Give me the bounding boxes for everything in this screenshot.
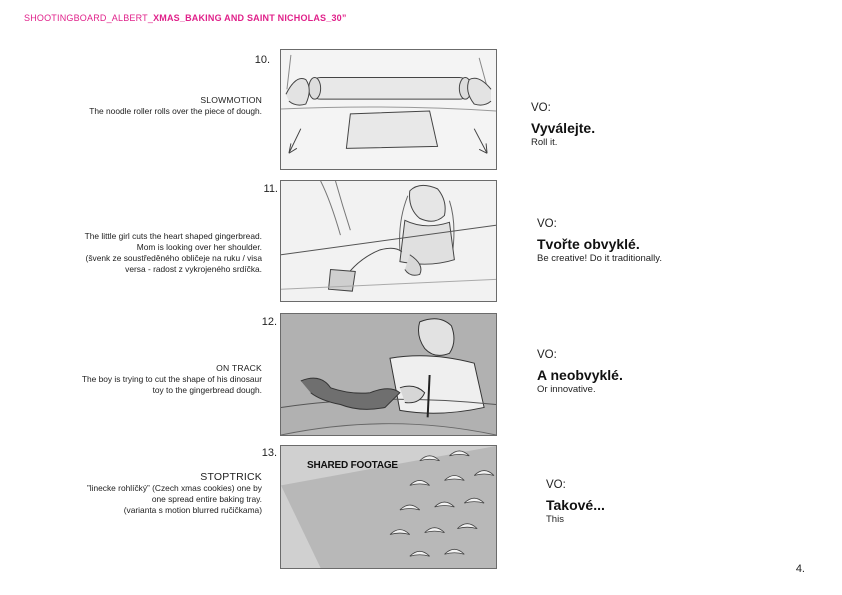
storyboard-frame-rolling-pin: [280, 49, 497, 170]
shot-notes: SLOWMOTION The noodle roller rolls over …: [22, 95, 262, 117]
shot-description-line: one spread entire baking tray.: [151, 494, 262, 504]
storyboard-frame-heart-cutting: [280, 180, 497, 302]
shot-description-line: The little girl cuts the heart shaped gi…: [84, 231, 262, 241]
shot-description-line: (varianta s motion blurred ručičkama): [123, 505, 262, 515]
shared-footage-label: SHARED FOOTAGE: [307, 460, 398, 471]
page-number: 4.: [795, 563, 805, 575]
storyboard-frame-baking-tray: [280, 445, 497, 569]
vo-line: Vyválejte.: [531, 120, 596, 136]
shot-number: 13.: [261, 447, 277, 459]
shot-description-line: (švenk ze soustředěného obličeje na ruku…: [85, 253, 262, 263]
voiceover-block: VO: Takové... This: [546, 479, 605, 525]
vo-label: VO:: [531, 102, 551, 114]
voiceover-block: VO: A neobvyklé. Or innovative.: [537, 349, 623, 395]
shot-description-line: The boy is trying to cut the shape of hi…: [81, 374, 262, 384]
shot-number: 10.: [254, 54, 270, 66]
vo-translation: Or innovative.: [537, 384, 596, 395]
vo-label: VO:: [546, 479, 566, 491]
shot-description-line: versa - radost z vykrojeného srdíčka.: [125, 264, 262, 274]
shot-number: 12.: [261, 316, 277, 328]
document-header: SHOOTINGBOARD_ALBERT_XMAS_BAKING AND SAI…: [24, 13, 347, 23]
shot-description-line: The noodle roller rolls over the piece o…: [89, 106, 262, 116]
vo-label: VO:: [537, 349, 557, 361]
header-prefix: SHOOTINGBOARD_ALBERT_: [24, 13, 154, 23]
shot-number: 11.: [263, 183, 278, 195]
shot-description-line: Mom is looking over her shoulder.: [136, 242, 262, 252]
vo-translation: Roll it.: [531, 137, 558, 148]
vo-translation: Be creative! Do it traditionally.: [537, 253, 662, 264]
storyboard-frame-dinosaur-cutting: [280, 313, 497, 436]
shot-tag: SLOWMOTION: [200, 95, 262, 105]
shot-notes: ON TRACK The boy is trying to cut the sh…: [22, 363, 262, 396]
shot-description-line: toy to the gingerbread dough.: [152, 385, 262, 395]
shot-tag: STOPTRICK: [200, 471, 262, 483]
vo-line: A neobvyklé.: [537, 367, 623, 383]
voiceover-block: VO: Vyválejte. Roll it.: [531, 102, 595, 148]
voiceover-block: VO: Tvořte obvyklé. Be creative! Do it t…: [537, 218, 662, 264]
vo-translation: This: [546, 514, 564, 525]
header-title: XMAS_BAKING AND SAINT NICHOLAS_30”: [153, 13, 347, 23]
vo-label: VO:: [537, 218, 557, 230]
vo-line: Tvořte obvyklé.: [537, 236, 640, 252]
vo-line: Takové...: [546, 497, 605, 513]
shot-notes: The little girl cuts the heart shaped gi…: [22, 231, 262, 275]
shot-notes: STOPTRICK ”linecke rohlíčký” (Czech xmas…: [22, 472, 262, 516]
shot-description-line: ”linecke rohlíčký” (Czech xmas cookies) …: [86, 483, 262, 493]
shot-tag: ON TRACK: [216, 363, 262, 373]
